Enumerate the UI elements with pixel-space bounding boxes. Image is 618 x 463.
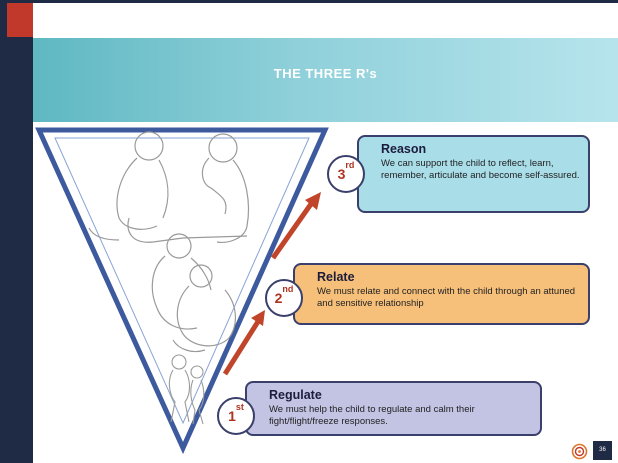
triangle-illustration: [35, 127, 329, 455]
relate-title: Relate: [317, 270, 355, 284]
up-arrow-icon: [222, 310, 265, 376]
top-rule: [0, 0, 618, 3]
reason-box: Reason We can support the child to refle…: [357, 135, 590, 213]
adult-child-figures-drawing: [151, 233, 236, 353]
slide-title: THE THREE R's: [273, 66, 378, 81]
ordinal-suffix: nd: [282, 284, 294, 294]
page-number: 36: [593, 441, 612, 460]
ordinal-badge-2nd: 2nd: [265, 279, 303, 317]
ordinal-suffix: rd: [345, 160, 355, 170]
left-sidebar-bar: [0, 3, 33, 463]
swirl-logo-icon: [571, 443, 588, 460]
ordinal-badge-1st: 1st: [217, 397, 255, 435]
relate-text: We must relate and connect with the chil…: [317, 286, 576, 309]
ordinal-number: 3: [337, 166, 346, 182]
relate-box: Relate We must relate and connect with t…: [293, 263, 590, 325]
ordinal-suffix: st: [235, 402, 244, 412]
adult-figures-drawing: [88, 131, 250, 243]
reason-text: We can support the child to reflect, lea…: [381, 158, 580, 181]
ordinal-number: 2: [274, 290, 283, 306]
ordinal-number: 1: [228, 408, 236, 424]
small-figures-drawing: [168, 354, 205, 425]
ordinal-badge-3rd: 3rd: [327, 155, 365, 193]
accent-block: [7, 3, 33, 37]
inner-triangle: [54, 137, 310, 425]
reason-title: Reason: [381, 142, 427, 156]
regulate-box: Regulate We must help the child to regul…: [245, 381, 542, 436]
regulate-text: We must help the child to regulate and c…: [269, 404, 475, 427]
regulate-title: Regulate: [269, 388, 322, 402]
inverted-triangle: [35, 127, 329, 455]
up-arrow-icon: [270, 192, 321, 260]
title-banner: [33, 38, 618, 122]
